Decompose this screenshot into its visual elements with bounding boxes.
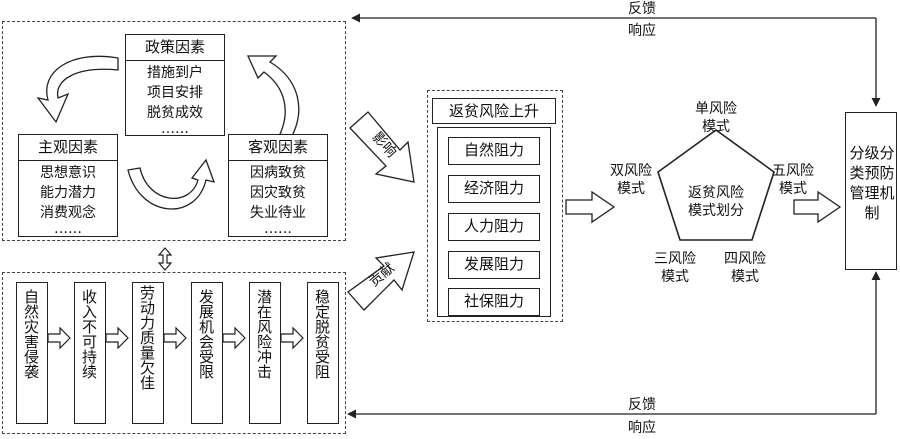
- policy-factor-box: 政策因素 措施到户 项目安排 脱贫成效 ……: [125, 34, 225, 136]
- risk-title-box: 返贫风险上升: [432, 98, 556, 124]
- curved-arrow-left-icon: [36, 55, 119, 124]
- mode-line: 四风险: [724, 251, 766, 267]
- policy-factor-lines: 措施到户 项目安排 脱贫成效 ……: [126, 63, 224, 137]
- subjective-line: ……: [54, 221, 82, 237]
- chain-step-box: 发展机会受限: [191, 282, 223, 424]
- chain-step-box: 稳定脱贫受阻: [307, 282, 339, 424]
- chain-step-box: 收入不可持续: [74, 282, 106, 424]
- objective-factor-box: 客观因素 因病致贫 因灾致贫 失业待业 ……: [228, 134, 328, 237]
- resistance-box: 人力阻力: [448, 213, 540, 241]
- pentagon-center-label: 返贫风险 模式划分: [667, 184, 765, 220]
- resistance-box: 发展阻力: [448, 251, 540, 279]
- bottom-response-label: 响应: [628, 420, 656, 436]
- single-risk-mode: 单风险 模式: [678, 100, 754, 136]
- chain-step-text: 收入不可持续: [80, 289, 98, 379]
- chain-step-box: 潜在风险冲击: [249, 282, 281, 424]
- subjective-factor-lines: 思想意识 能力潜力 消费观念 ……: [19, 163, 117, 237]
- objective-line: 因灾致贫: [250, 185, 306, 201]
- resistance-box: 经济阻力: [448, 175, 540, 203]
- policy-factor-title: 政策因素: [144, 38, 205, 56]
- top-response-label: 响应: [628, 23, 656, 39]
- mode-line: 模式: [702, 119, 730, 135]
- risk-pentagon: [657, 129, 775, 241]
- chain-step-box: 劳动力质量欠佳: [132, 282, 164, 424]
- risk-group: [427, 90, 563, 322]
- mode-line: 模式: [617, 181, 645, 197]
- factors-group: [2, 21, 346, 241]
- bottom-feedback-label: 反馈: [628, 397, 656, 413]
- curved-arrow-bottom-icon: [127, 158, 216, 210]
- mechanism-text: 分级分类预防管理机制: [849, 144, 895, 222]
- chain-arrows: [47, 326, 304, 350]
- subjective-line: 思想意识: [40, 165, 96, 181]
- mode-line: 三风险: [654, 251, 696, 267]
- curved-arrow-right-icon: [246, 55, 300, 137]
- policy-divider: [126, 60, 224, 61]
- to-mechanism-arrow-icon: [793, 190, 842, 224]
- bottom-feedback-loop: [347, 271, 881, 419]
- double-risk-mode: 双风险 模式: [596, 162, 666, 198]
- objective-divider: [229, 160, 327, 161]
- policy-line: 项目安排: [147, 85, 203, 101]
- contribute-arrow-icon: [347, 251, 415, 311]
- top-feedback-loop: [351, 13, 881, 107]
- policy-line: 脱贫成效: [147, 105, 203, 121]
- chain-step-box: 自然灾害侵袭: [16, 282, 48, 424]
- chain-step-text: 自然灾害侵袭: [22, 289, 40, 379]
- policy-line: ……: [161, 121, 189, 137]
- subjective-factor-title: 主观因素: [37, 138, 98, 156]
- pentagon-center-line: 返贫风险: [688, 185, 744, 201]
- to-pentagon-arrow-icon: [565, 190, 616, 224]
- objective-line: 失业待业: [250, 205, 306, 221]
- policy-line: 措施到户: [147, 65, 203, 81]
- mode-line: 模式: [661, 269, 689, 285]
- chain-step-text: 潜在风险冲击: [255, 289, 273, 379]
- subjective-divider: [19, 160, 117, 161]
- influence-arrow-icon: [349, 111, 415, 183]
- five-risk-mode: 五风险 模式: [758, 162, 828, 198]
- risk-title: 返贫风险上升: [448, 102, 539, 120]
- pentagon-center-line: 模式划分: [688, 203, 744, 219]
- objective-factor-title: 客观因素: [247, 138, 308, 156]
- quad-risk-mode: 四风险 模式: [710, 250, 780, 286]
- double-arrow-icon: [157, 247, 173, 271]
- mode-line: 五风险: [772, 163, 814, 179]
- top-feedback-label: 反馈: [628, 1, 656, 17]
- subjective-line: 消费观念: [40, 205, 96, 221]
- mode-line: 单风险: [695, 101, 737, 117]
- subjective-line: 能力潜力: [40, 185, 96, 201]
- chain-step-text: 稳定脱贫受阻: [313, 289, 331, 379]
- subjective-factor-box: 主观因素 思想意识 能力潜力 消费观念 ……: [18, 134, 118, 237]
- resistance-box: 自然阻力: [448, 137, 540, 165]
- resistance-box: 社保阻力: [448, 288, 540, 316]
- mechanism-box: 分级分类预防管理机制: [845, 112, 897, 270]
- cycle-curved-arrows: [36, 55, 300, 210]
- mode-line: 模式: [779, 181, 807, 197]
- chain-group: [2, 272, 346, 434]
- mode-line: 双风险: [610, 163, 652, 179]
- objective-line: 因病致贫: [250, 165, 306, 181]
- mode-line: 模式: [731, 269, 759, 285]
- objective-factor-lines: 因病致贫 因灾致贫 失业待业 ……: [229, 163, 327, 237]
- triple-risk-mode: 三风险 模式: [640, 250, 710, 286]
- chain-step-text: 劳动力质量欠佳: [138, 285, 156, 390]
- chain-step-text: 发展机会受限: [197, 289, 215, 379]
- objective-line: ……: [264, 221, 292, 237]
